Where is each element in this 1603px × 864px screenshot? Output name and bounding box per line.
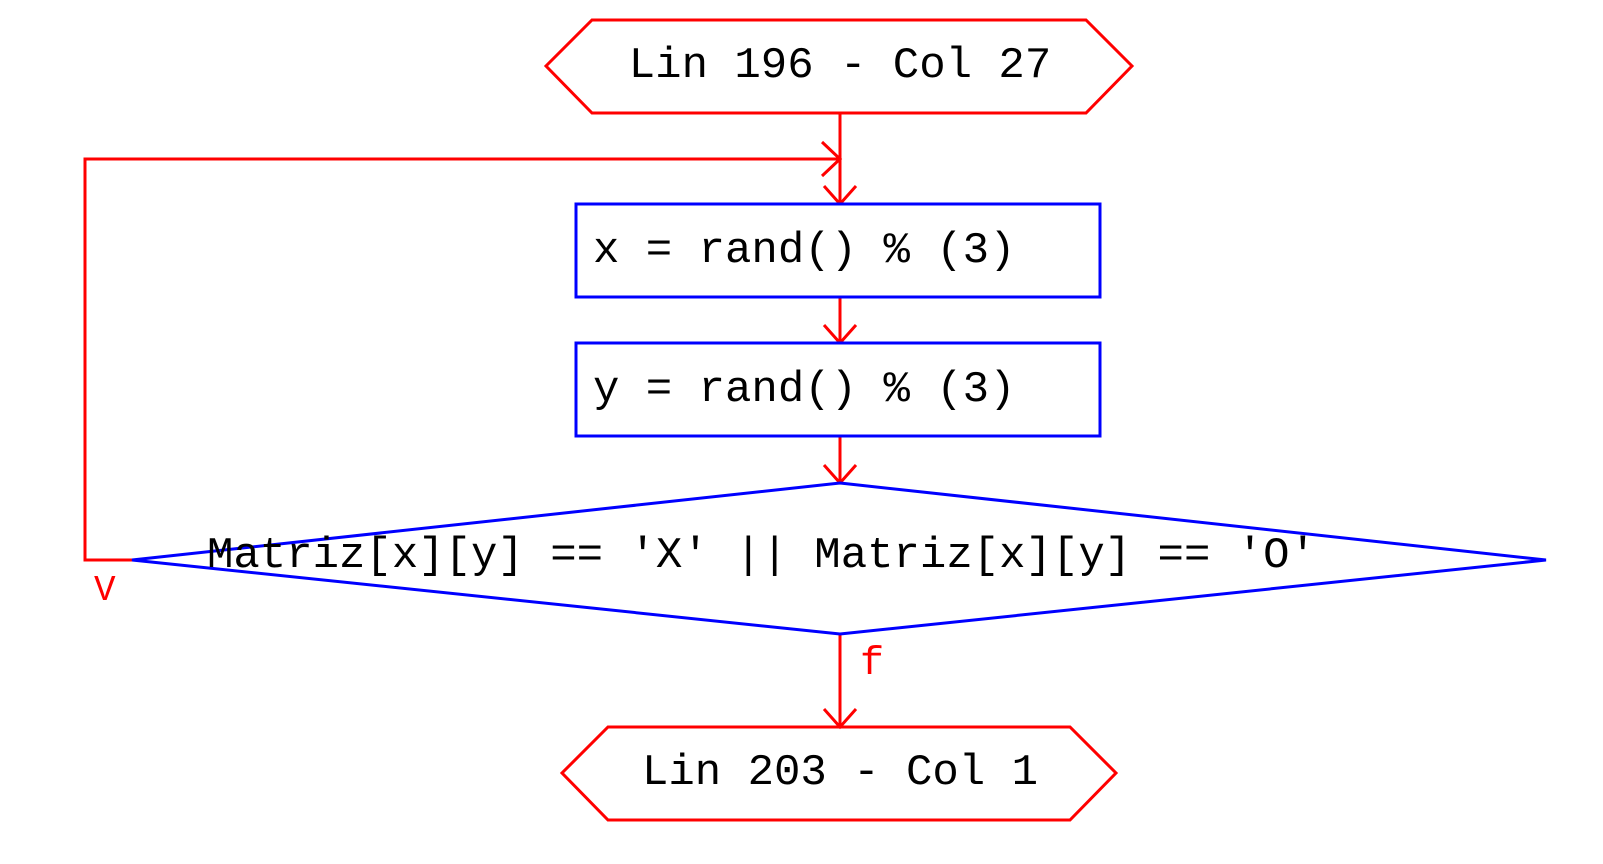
start-terminal-label: Lin 196 - Col 27 <box>629 41 1051 91</box>
start-terminal: Lin 196 - Col 27 <box>543 18 1135 115</box>
decision-false-label: f <box>860 642 884 687</box>
decision-diamond: Matriz[x][y] == 'X' || Matriz[x][y] == '… <box>94 481 1547 687</box>
decision-true-label: V <box>94 570 116 611</box>
process-x-label: x = rand() % (3) <box>593 226 1015 276</box>
process-box-y: y = rand() % (3) <box>574 341 1102 438</box>
process-y-label: y = rand() % (3) <box>593 365 1015 415</box>
end-terminal-label: Lin 203 - Col 1 <box>642 748 1038 798</box>
loop-back-connector <box>83 157 840 562</box>
process-box-x: x = rand() % (3) <box>574 202 1102 299</box>
end-terminal: Lin 203 - Col 1 <box>559 725 1119 822</box>
decision-condition: Matriz[x][y] == 'X' || Matriz[x][y] == '… <box>207 531 1316 581</box>
arrowhead-loop-back <box>820 140 843 178</box>
